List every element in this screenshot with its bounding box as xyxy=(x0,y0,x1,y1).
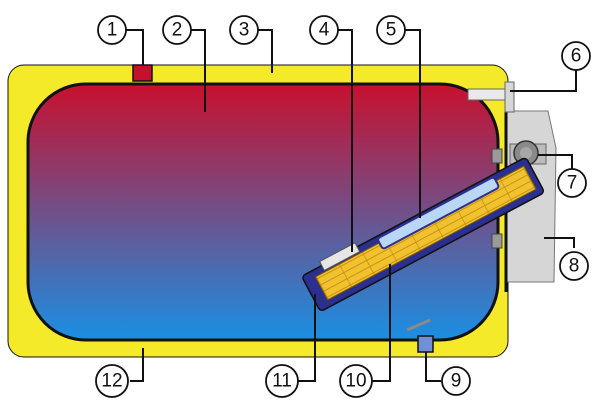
outlet-connector xyxy=(467,81,515,113)
callout-label-8: 8 xyxy=(569,256,580,277)
callout-label-7: 7 xyxy=(567,173,578,194)
drain-pin xyxy=(406,318,431,332)
callout-label-6: 6 xyxy=(571,46,582,67)
callout-11: 11 xyxy=(265,364,299,398)
callout-label-9: 9 xyxy=(451,371,462,392)
callout-label-3: 3 xyxy=(239,20,250,41)
callout-3: 3 xyxy=(229,15,259,45)
thermostat-sheath xyxy=(377,176,500,250)
leader-3 xyxy=(258,29,273,73)
leader-2 xyxy=(191,29,206,112)
callout-8: 8 xyxy=(559,251,589,281)
callout-label-10: 10 xyxy=(345,371,366,392)
callout-6: 6 xyxy=(561,41,591,71)
callout-label-1: 1 xyxy=(107,20,118,41)
flange-fitting-bottom xyxy=(491,233,503,249)
leader-11 xyxy=(298,294,316,382)
inlet-fitting xyxy=(132,64,153,82)
leader-5 xyxy=(405,29,421,218)
leader-lines xyxy=(126,29,577,382)
leader-10 xyxy=(372,264,391,382)
leader-12 xyxy=(130,348,144,382)
callout-5: 5 xyxy=(376,15,406,45)
drain-fitting xyxy=(417,335,434,353)
callout-label-11: 11 xyxy=(272,371,292,392)
leader-6 xyxy=(510,70,577,92)
leader-1 xyxy=(126,29,144,65)
callout-9: 9 xyxy=(441,366,471,396)
callout-2: 2 xyxy=(162,15,192,45)
callout-label-2: 2 xyxy=(172,20,183,41)
callout-label-4: 4 xyxy=(319,20,330,41)
leader-8 xyxy=(544,237,575,248)
callout-1: 1 xyxy=(97,15,127,45)
callout-label-12: 12 xyxy=(101,371,122,392)
callout-4: 4 xyxy=(309,15,339,45)
flange-fitting-top xyxy=(491,148,503,164)
callout-12: 12 xyxy=(95,364,129,398)
anode-rod xyxy=(318,242,361,272)
callout-10: 10 xyxy=(339,364,373,398)
leader-4 xyxy=(338,29,353,252)
leader-9 xyxy=(425,352,441,382)
callout-7: 7 xyxy=(557,168,587,198)
callout-label-5: 5 xyxy=(386,20,397,41)
